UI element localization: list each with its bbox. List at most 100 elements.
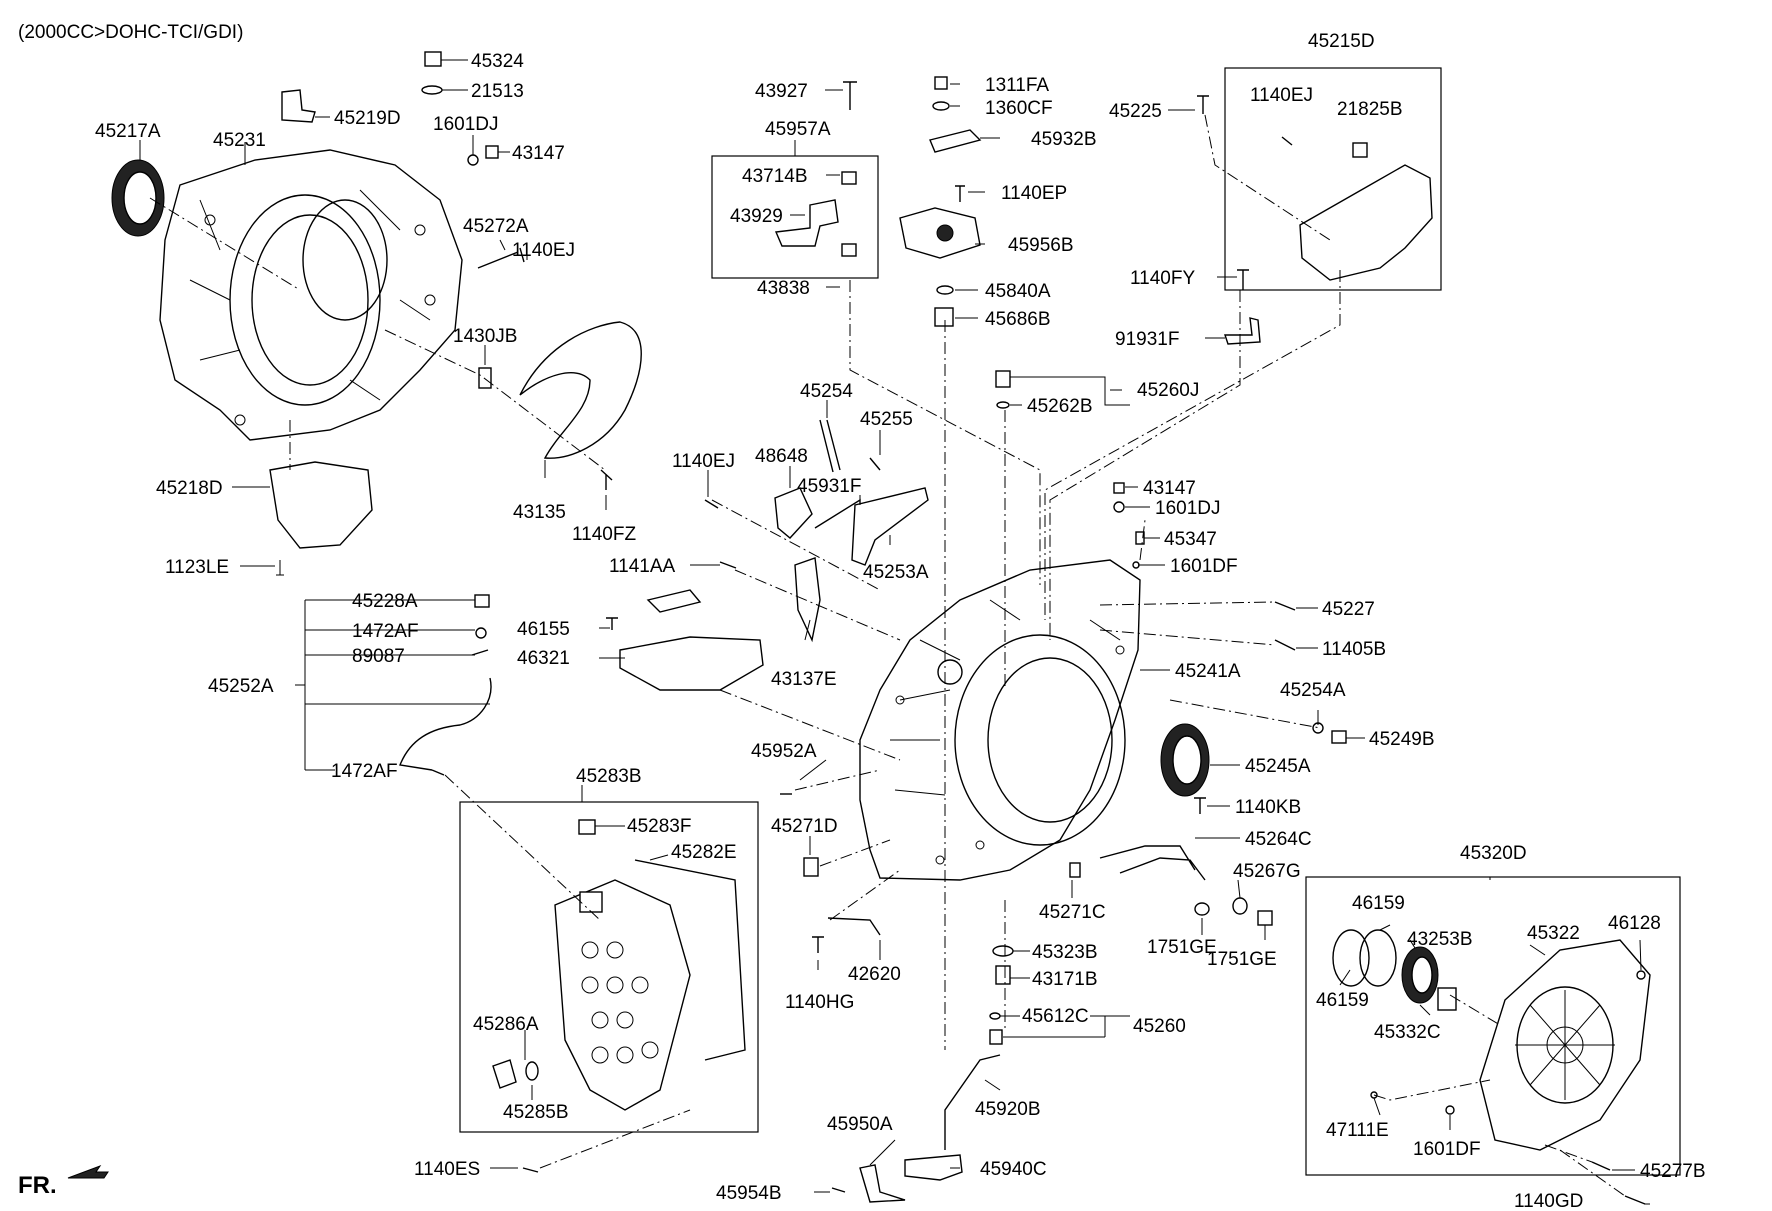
oring-45262b-drawing: [996, 401, 1010, 409]
label-45686b: 45686B: [985, 309, 1051, 330]
bolt-1140gd-drawing: [1624, 1195, 1646, 1205]
part-labels: 45324 21513 45219D 1601DJ 43147 45217A 4…: [95, 31, 1706, 1211]
bolt-11405b-drawing: [1274, 639, 1296, 651]
bolt-1140fy-drawing: [1237, 269, 1249, 290]
rear-cover-45322-drawing: [1479, 939, 1651, 1151]
seal-ring-46159-a-drawing: [1332, 929, 1370, 987]
oring-45612c-drawing: [989, 1012, 1001, 1020]
label-45228a: 45228A: [352, 591, 418, 612]
label-45217a: 45217A: [95, 121, 161, 142]
group-box-45283b: [459, 801, 759, 1133]
label-45954b: 45954B: [716, 1183, 782, 1204]
label-45950a: 45950A: [827, 1114, 893, 1135]
label-1140fy: 1140FY: [1130, 268, 1195, 289]
label-1140gd: 1140GD: [1514, 1191, 1583, 1211]
label-45254: 45254: [800, 381, 853, 402]
bolt-1140ep-drawing: [955, 185, 965, 202]
label-45215d: 45215D: [1308, 31, 1375, 52]
label-42620: 42620: [848, 964, 901, 985]
plug-45267g-drawing: [1257, 910, 1273, 926]
label-48648: 48648: [755, 446, 808, 467]
bolt-46155-drawing: [606, 617, 618, 630]
lever-45932b-drawing: [929, 129, 982, 153]
oil-filter-gasket-drawing: [646, 589, 702, 613]
label-1360cf: 1360CF: [985, 98, 1053, 119]
plug-43147-b-drawing: [1113, 482, 1125, 494]
label-45931f: 45931F: [797, 476, 861, 497]
shield-43135-drawing: [519, 321, 642, 459]
front-direction-indicator: FR.: [18, 1164, 109, 1199]
label-46128: 46128: [1608, 913, 1661, 934]
label-45286a: 45286A: [473, 1014, 539, 1035]
spring-42620-drawing: [827, 917, 881, 936]
engine-spec-header: (2000CC>DOHC-TCI/GDI): [18, 22, 243, 43]
plug-45260j-drawing: [995, 370, 1011, 388]
label-1601dj-a: 1601DJ: [433, 114, 499, 135]
label-43137e: 43137E: [771, 669, 837, 690]
valve-body-45283b-drawing: [554, 879, 691, 1111]
label-45218d: 45218D: [156, 478, 223, 499]
label-1751ge-a: 1751GE: [1147, 937, 1217, 958]
label-45283f: 45283F: [627, 816, 691, 837]
label-45283b: 45283B: [576, 766, 642, 787]
bolt-45227-drawing: [1274, 601, 1296, 611]
oring-1751ge-b-drawing: [1232, 897, 1248, 915]
bushing-45686b-drawing: [934, 307, 954, 327]
label-1123le: 1123LE: [165, 557, 229, 578]
label-43929: 43929: [730, 206, 783, 227]
label-1140ej-c: 1140EJ: [672, 451, 735, 472]
label-43171b: 43171B: [1032, 969, 1098, 990]
transmission-case-drawing: [859, 559, 1141, 881]
label-45264c: 45264C: [1245, 829, 1312, 850]
label-45272a: 45272A: [463, 216, 529, 237]
oring-1751ge-a-drawing: [1194, 902, 1210, 916]
bolt-45954b-drawing: [831, 1187, 846, 1193]
label-45277b: 45277B: [1640, 1161, 1706, 1182]
label-1140ej-b: 1140EJ: [1250, 85, 1313, 106]
collar-43838-drawing: [841, 243, 857, 257]
label-1140hg: 1140HG: [785, 992, 854, 1013]
bracket-45215d-drawing: [1299, 164, 1433, 281]
shaft-45254-drawing: [819, 419, 841, 473]
label-45241a: 45241A: [1175, 661, 1241, 682]
pin-45271c-drawing: [1069, 862, 1081, 878]
label-46321: 46321: [517, 648, 570, 669]
label-21825b: 21825B: [1337, 99, 1403, 120]
hose-45252a-drawing: [399, 594, 492, 776]
label-89087: 89087: [352, 646, 405, 667]
front-direction-label: FR.: [18, 1172, 57, 1199]
gasket-45282e-drawing: [634, 859, 746, 1061]
label-45840a: 45840A: [985, 281, 1051, 302]
bolt-1140ej-b-drawing: [1281, 136, 1293, 146]
front-arrow-icon: [67, 1164, 109, 1179]
bracket-45950a-drawing: [859, 1164, 906, 1203]
bolt-1140hg-drawing: [812, 936, 824, 953]
pipes-45264c-drawing: [1099, 845, 1206, 881]
oring-21513-drawing: [421, 85, 443, 95]
bolt-1140es-drawing: [522, 1167, 539, 1173]
label-1140kb: 1140KB: [1235, 797, 1301, 818]
label-45271c: 45271C: [1039, 902, 1106, 923]
oring-45323b-drawing: [992, 945, 1014, 957]
plug-45324-drawing: [424, 51, 442, 67]
label-45219d: 45219D: [334, 108, 401, 129]
clip-21825b-drawing: [1352, 142, 1368, 158]
label-11405b: 11405B: [1322, 639, 1386, 660]
gear-45332c-drawing: [1437, 987, 1457, 1011]
plug-45286a-drawing: [492, 1059, 517, 1089]
label-45324: 45324: [471, 51, 524, 72]
label-43927: 43927: [755, 81, 808, 102]
label-45260j: 45260J: [1137, 380, 1199, 401]
label-46159-b: 46159: [1316, 990, 1369, 1011]
label-47111e: 47111E: [1326, 1120, 1389, 1141]
plate-43137e-drawing: [794, 557, 821, 643]
label-45267g: 45267G: [1233, 861, 1301, 882]
plug-45260-drawing: [989, 1029, 1003, 1045]
pin-46128-drawing: [1636, 970, 1646, 980]
plug-43171b-drawing: [995, 965, 1011, 985]
bolt-1140kb-drawing: [1194, 797, 1206, 814]
bracket-48648-drawing: [774, 487, 813, 539]
pin-1430jb-drawing: [478, 367, 492, 389]
group-box-45320d: [1305, 876, 1681, 1176]
plug-43147-drawing: [485, 145, 499, 159]
